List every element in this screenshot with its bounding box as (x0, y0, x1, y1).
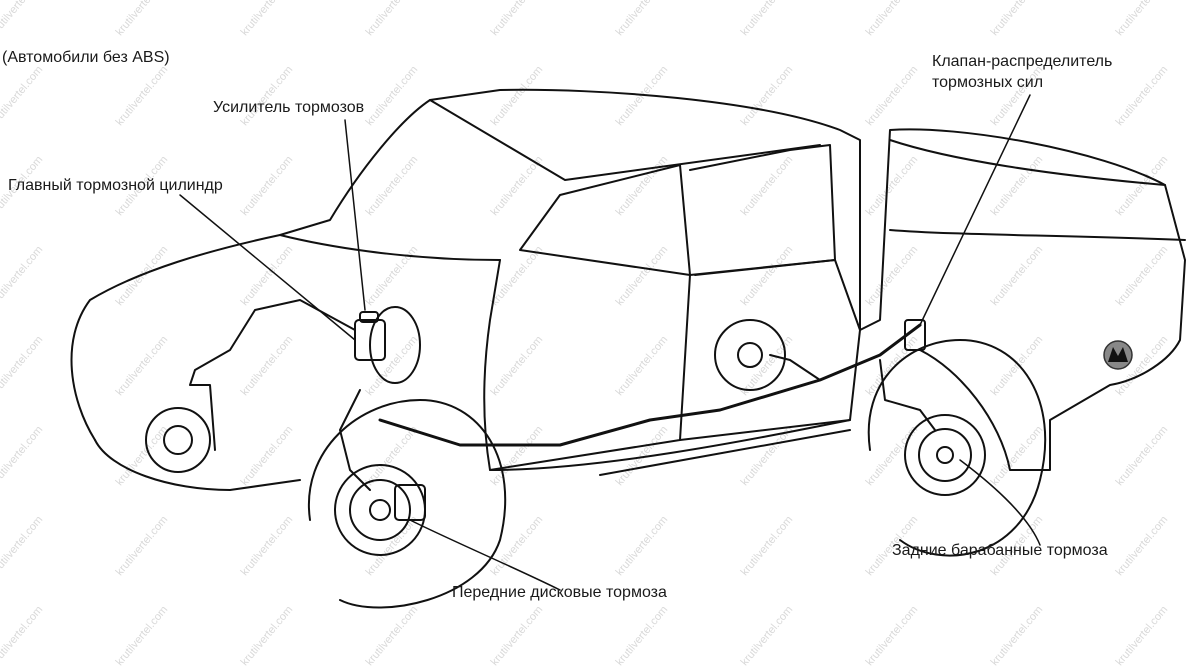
car-body-outline (70, 88, 1186, 471)
rear-window (689, 144, 836, 276)
leader-valve (919, 94, 1031, 326)
label-front-disc-brakes: Передние дисковые тормоза (452, 584, 667, 601)
diagram-subtitle: (Автомобили без ABS) (2, 49, 170, 66)
front-window (519, 164, 691, 276)
front-bumper (94, 439, 301, 491)
rear-wheel-arch (867, 339, 1047, 557)
front-wheel-arch (307, 399, 507, 609)
left-rear-drum-brake (714, 319, 786, 391)
brake-line-front-right (339, 389, 371, 491)
brake-line-front-left (189, 299, 356, 451)
leader-master-cylinder (179, 194, 356, 341)
label-master-cylinder: Главный тормозной цилиндр (8, 177, 223, 194)
rear-door (679, 259, 861, 441)
label-rear-drum-brakes: Задние барабанные тормоза (892, 542, 1108, 559)
label-proportioning-valve-1: Клапан-распределитель (932, 53, 1113, 70)
sill (489, 419, 851, 471)
windshield (429, 99, 821, 181)
front-disc-brake (334, 464, 426, 556)
leader-booster (344, 119, 366, 311)
leader-rear-brakes (959, 459, 1041, 546)
left-front-disc-brake (145, 407, 211, 473)
logo-icon (1103, 340, 1133, 370)
brake-system-diagram (70, 88, 1186, 609)
brake-line-main (378, 323, 922, 447)
hood-line (279, 234, 501, 261)
bed-line (889, 139, 1166, 186)
brake-line-rear-left (769, 354, 821, 381)
label-proportioning-valve-2: тормозных сил (932, 74, 1044, 91)
brake-booster (369, 306, 421, 384)
proportioning-valve (904, 319, 926, 351)
rear-drum-brake (904, 414, 986, 496)
bed-side (889, 229, 1186, 241)
label-brake-booster: Усилитель тормозов (213, 99, 365, 116)
brake-line-rear-right (879, 359, 936, 431)
leader-front-brakes (409, 519, 561, 591)
